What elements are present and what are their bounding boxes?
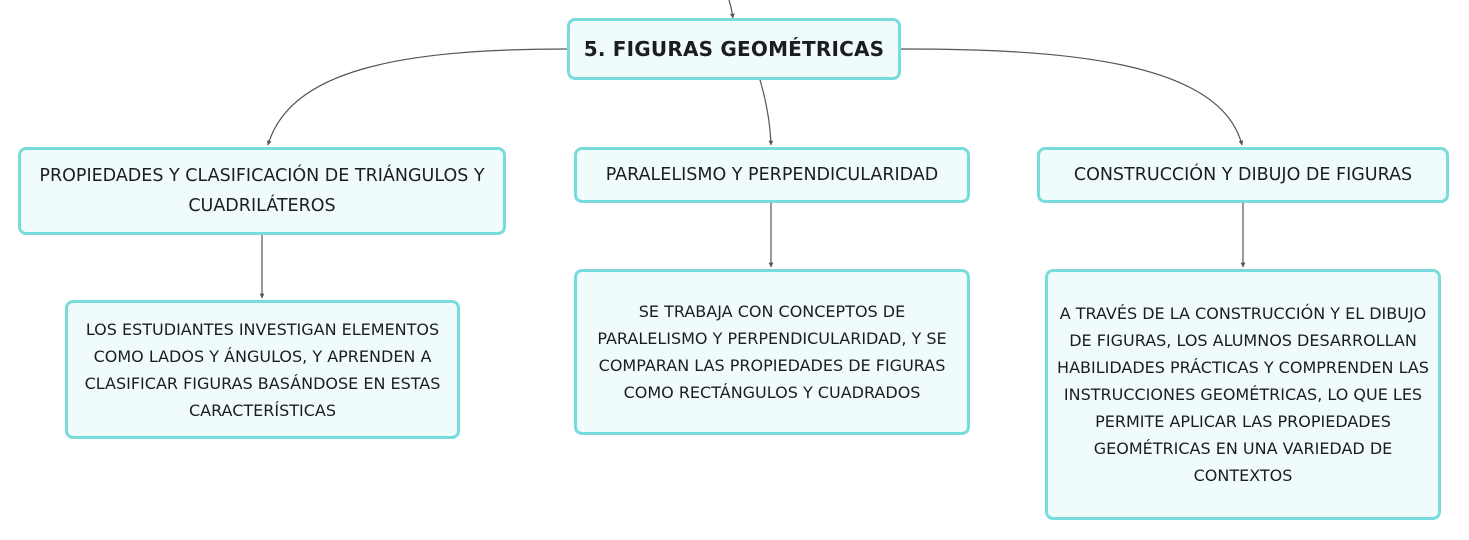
- branch-node-label: PARALELISMO Y PERPENDICULARIDAD: [605, 165, 939, 185]
- connector-root-to-branch-1: [266, 48, 568, 146]
- branch-node-label: CONSTRUCCIÓN Y DIBUJO DE FIGURAS: [1073, 165, 1413, 185]
- branch-node-paralelismo[interactable]: PARALELISMO Y PERPENDICULARIDAD: [574, 147, 970, 203]
- detail-node-text: LOS ESTUDIANTES INVESTIGAN ELEMENTOS COM…: [84, 319, 441, 420]
- branch-node-triangulos[interactable]: PROPIEDADES Y CLASIFICACIÓN DE TRIÁNGULO…: [18, 147, 506, 235]
- connector-root-to-branch-2: [759, 79, 774, 146]
- detail-node-triangulos[interactable]: LOS ESTUDIANTES INVESTIGAN ELEMENTOS COM…: [65, 300, 460, 439]
- detail-node-text: SE TRABAJA CON CONCEPTOS DE PARALELISMO …: [597, 302, 947, 402]
- branch-node-label: PROPIEDADES Y CLASIFICACIÓN DE TRIÁNGULO…: [39, 166, 485, 216]
- root-node[interactable]: 5. FIGURAS GEOMÉTRICAS: [567, 18, 901, 80]
- detail-node-construccion[interactable]: A TRAVÉS DE LA CONSTRUCCIÓN Y EL DIBUJO …: [1045, 269, 1441, 520]
- connector-parent-to-root: [728, 0, 735, 19]
- detail-node-text: A TRAVÉS DE LA CONSTRUCCIÓN Y EL DIBUJO …: [1057, 304, 1429, 485]
- detail-node-paralelismo[interactable]: SE TRABAJA CON CONCEPTOS DE PARALELISMO …: [574, 269, 970, 435]
- root-node-label: 5. FIGURAS GEOMÉTRICAS: [583, 37, 885, 61]
- branch-node-construccion[interactable]: CONSTRUCCIÓN Y DIBUJO DE FIGURAS: [1037, 147, 1449, 203]
- connector-root-to-branch-3: [900, 48, 1244, 146]
